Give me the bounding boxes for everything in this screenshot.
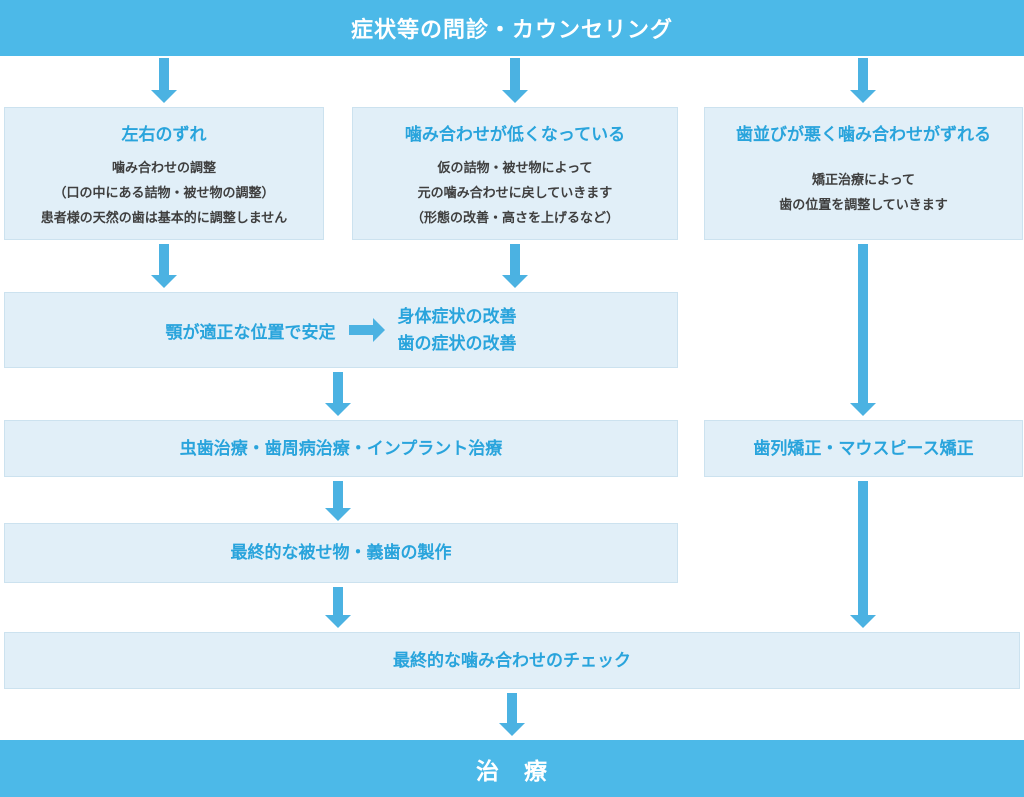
stabilize-label: 顎が適正な位置で安定 <box>165 322 336 342</box>
arrow-head <box>325 615 351 628</box>
branch-title: 歯並びが悪く噛み合わせがずれる <box>736 125 991 144</box>
branch-body-line: （形態の改善・高さを上げるなど） <box>410 210 619 225</box>
arrow-stem <box>858 481 868 616</box>
step-box-orthodontics: 歯列矯正・マウスピース矯正 <box>704 420 1023 477</box>
arrow-stem <box>159 58 169 91</box>
branch-body: 矯正治療によって 歯の位置を調整していきます <box>779 167 948 217</box>
arrow-head <box>502 90 528 103</box>
step-label: 最終的な噛み合わせのチェック <box>393 650 631 670</box>
arrow-head <box>151 90 177 103</box>
arrow-head <box>499 723 525 736</box>
footer-title: 治 療 <box>476 757 548 784</box>
step-box-final-bite-check: 最終的な噛み合わせのチェック <box>4 632 1020 689</box>
branch-body-line: 元の噛み合わせに戻していきます <box>417 185 613 200</box>
down-arrow-branch2-to-stabilize <box>502 244 528 288</box>
branch-body-line: 歯の位置を調整していきます <box>779 197 948 212</box>
right-arrow-icon <box>348 318 385 342</box>
arrow-stem <box>510 244 520 276</box>
arrow-head <box>850 90 876 103</box>
arrow-stem <box>507 693 517 724</box>
arrow-stem <box>858 58 868 91</box>
branch-box-misaligned-teeth: 歯並びが悪く噛み合わせがずれる 矯正治療によって 歯の位置を調整していきます <box>704 107 1023 240</box>
branch-body-line: （口の中にある詰物・被せ物の調整） <box>53 185 275 200</box>
step-box-final-prosthesis: 最終的な被せ物・義歯の製作 <box>4 523 678 583</box>
branch-body-line: 患者様の天然の歯は基本的に調整しません <box>40 210 288 225</box>
arrow-head <box>850 403 876 416</box>
down-arrow-ortho-to-check <box>850 481 876 628</box>
branch-title: 左右のずれ <box>121 125 207 144</box>
arrow-stem <box>858 244 868 404</box>
down-arrow-banner-to-branch3 <box>850 58 876 103</box>
step-label: 歯列矯正・マウスピース矯正 <box>753 438 974 458</box>
stabilize-result: 身体症状の改善 歯の症状の改善 <box>398 303 517 357</box>
arrow-stem <box>333 587 343 616</box>
down-arrow-branch1-to-stabilize <box>151 244 177 288</box>
arrow-stem <box>333 372 343 404</box>
step-label: 最終的な被せ物・義歯の製作 <box>230 543 452 562</box>
arrow-stem <box>348 325 374 335</box>
arrow-head <box>502 275 528 288</box>
down-arrow-prosthesis-to-check <box>325 587 351 628</box>
down-arrow-banner-to-branch1 <box>151 58 177 103</box>
stabilize-box: 顎が適正な位置で安定 身体症状の改善 歯の症状の改善 <box>4 292 678 368</box>
branch-body: 噛み合わせの調整 （口の中にある詰物・被せ物の調整） 患者様の天然の歯は基本的に… <box>41 155 288 230</box>
branch-box-low-bite: 噛み合わせが低くなっている 仮の詰物・被せ物によって 元の噛み合わせに戻していき… <box>352 107 678 240</box>
branch-body-line: 矯正治療によって <box>812 172 915 187</box>
arrow-head <box>372 318 385 342</box>
down-arrow-branch3-to-ortho <box>850 244 876 416</box>
arrow-stem <box>333 481 343 509</box>
step-label: 虫歯治療・歯周病治療・インプラント治療 <box>179 438 503 458</box>
down-arrow-banner-to-branch2 <box>502 58 528 103</box>
arrow-head <box>850 615 876 628</box>
footer-banner: 治 療 <box>0 740 1024 797</box>
branch-body-line: 噛み合わせの調整 <box>111 160 216 175</box>
down-arrow-treatment-to-prosthesis <box>325 481 351 521</box>
header-banner: 症状等の問診・カウンセリング <box>0 0 1024 56</box>
branch-body: 仮の詰物・被せ物によって 元の噛み合わせに戻していきます （形態の改善・高さを上… <box>411 155 619 230</box>
branch-title: 噛み合わせが低くなっている <box>404 125 626 144</box>
arrow-stem <box>159 244 169 276</box>
stabilize-result-line: 歯の症状の改善 <box>397 334 517 353</box>
arrow-head <box>151 275 177 288</box>
arrow-head <box>325 403 351 416</box>
down-arrow-check-to-treatment <box>499 693 525 736</box>
step-box-caries-perio-implant: 虫歯治療・歯周病治療・インプラント治療 <box>4 420 678 477</box>
header-title: 症状等の問診・カウンセリング <box>350 17 673 42</box>
arrow-head <box>325 508 351 521</box>
branch-body-line: 仮の詰物・被せ物によって <box>437 160 593 175</box>
arrow-stem <box>510 58 520 91</box>
down-arrow-stabilize-to-treatment <box>325 372 351 416</box>
branch-box-lateral-shift: 左右のずれ 噛み合わせの調整 （口の中にある詰物・被せ物の調整） 患者様の天然の… <box>4 107 324 240</box>
stabilize-result-line: 身体症状の改善 <box>397 307 517 326</box>
